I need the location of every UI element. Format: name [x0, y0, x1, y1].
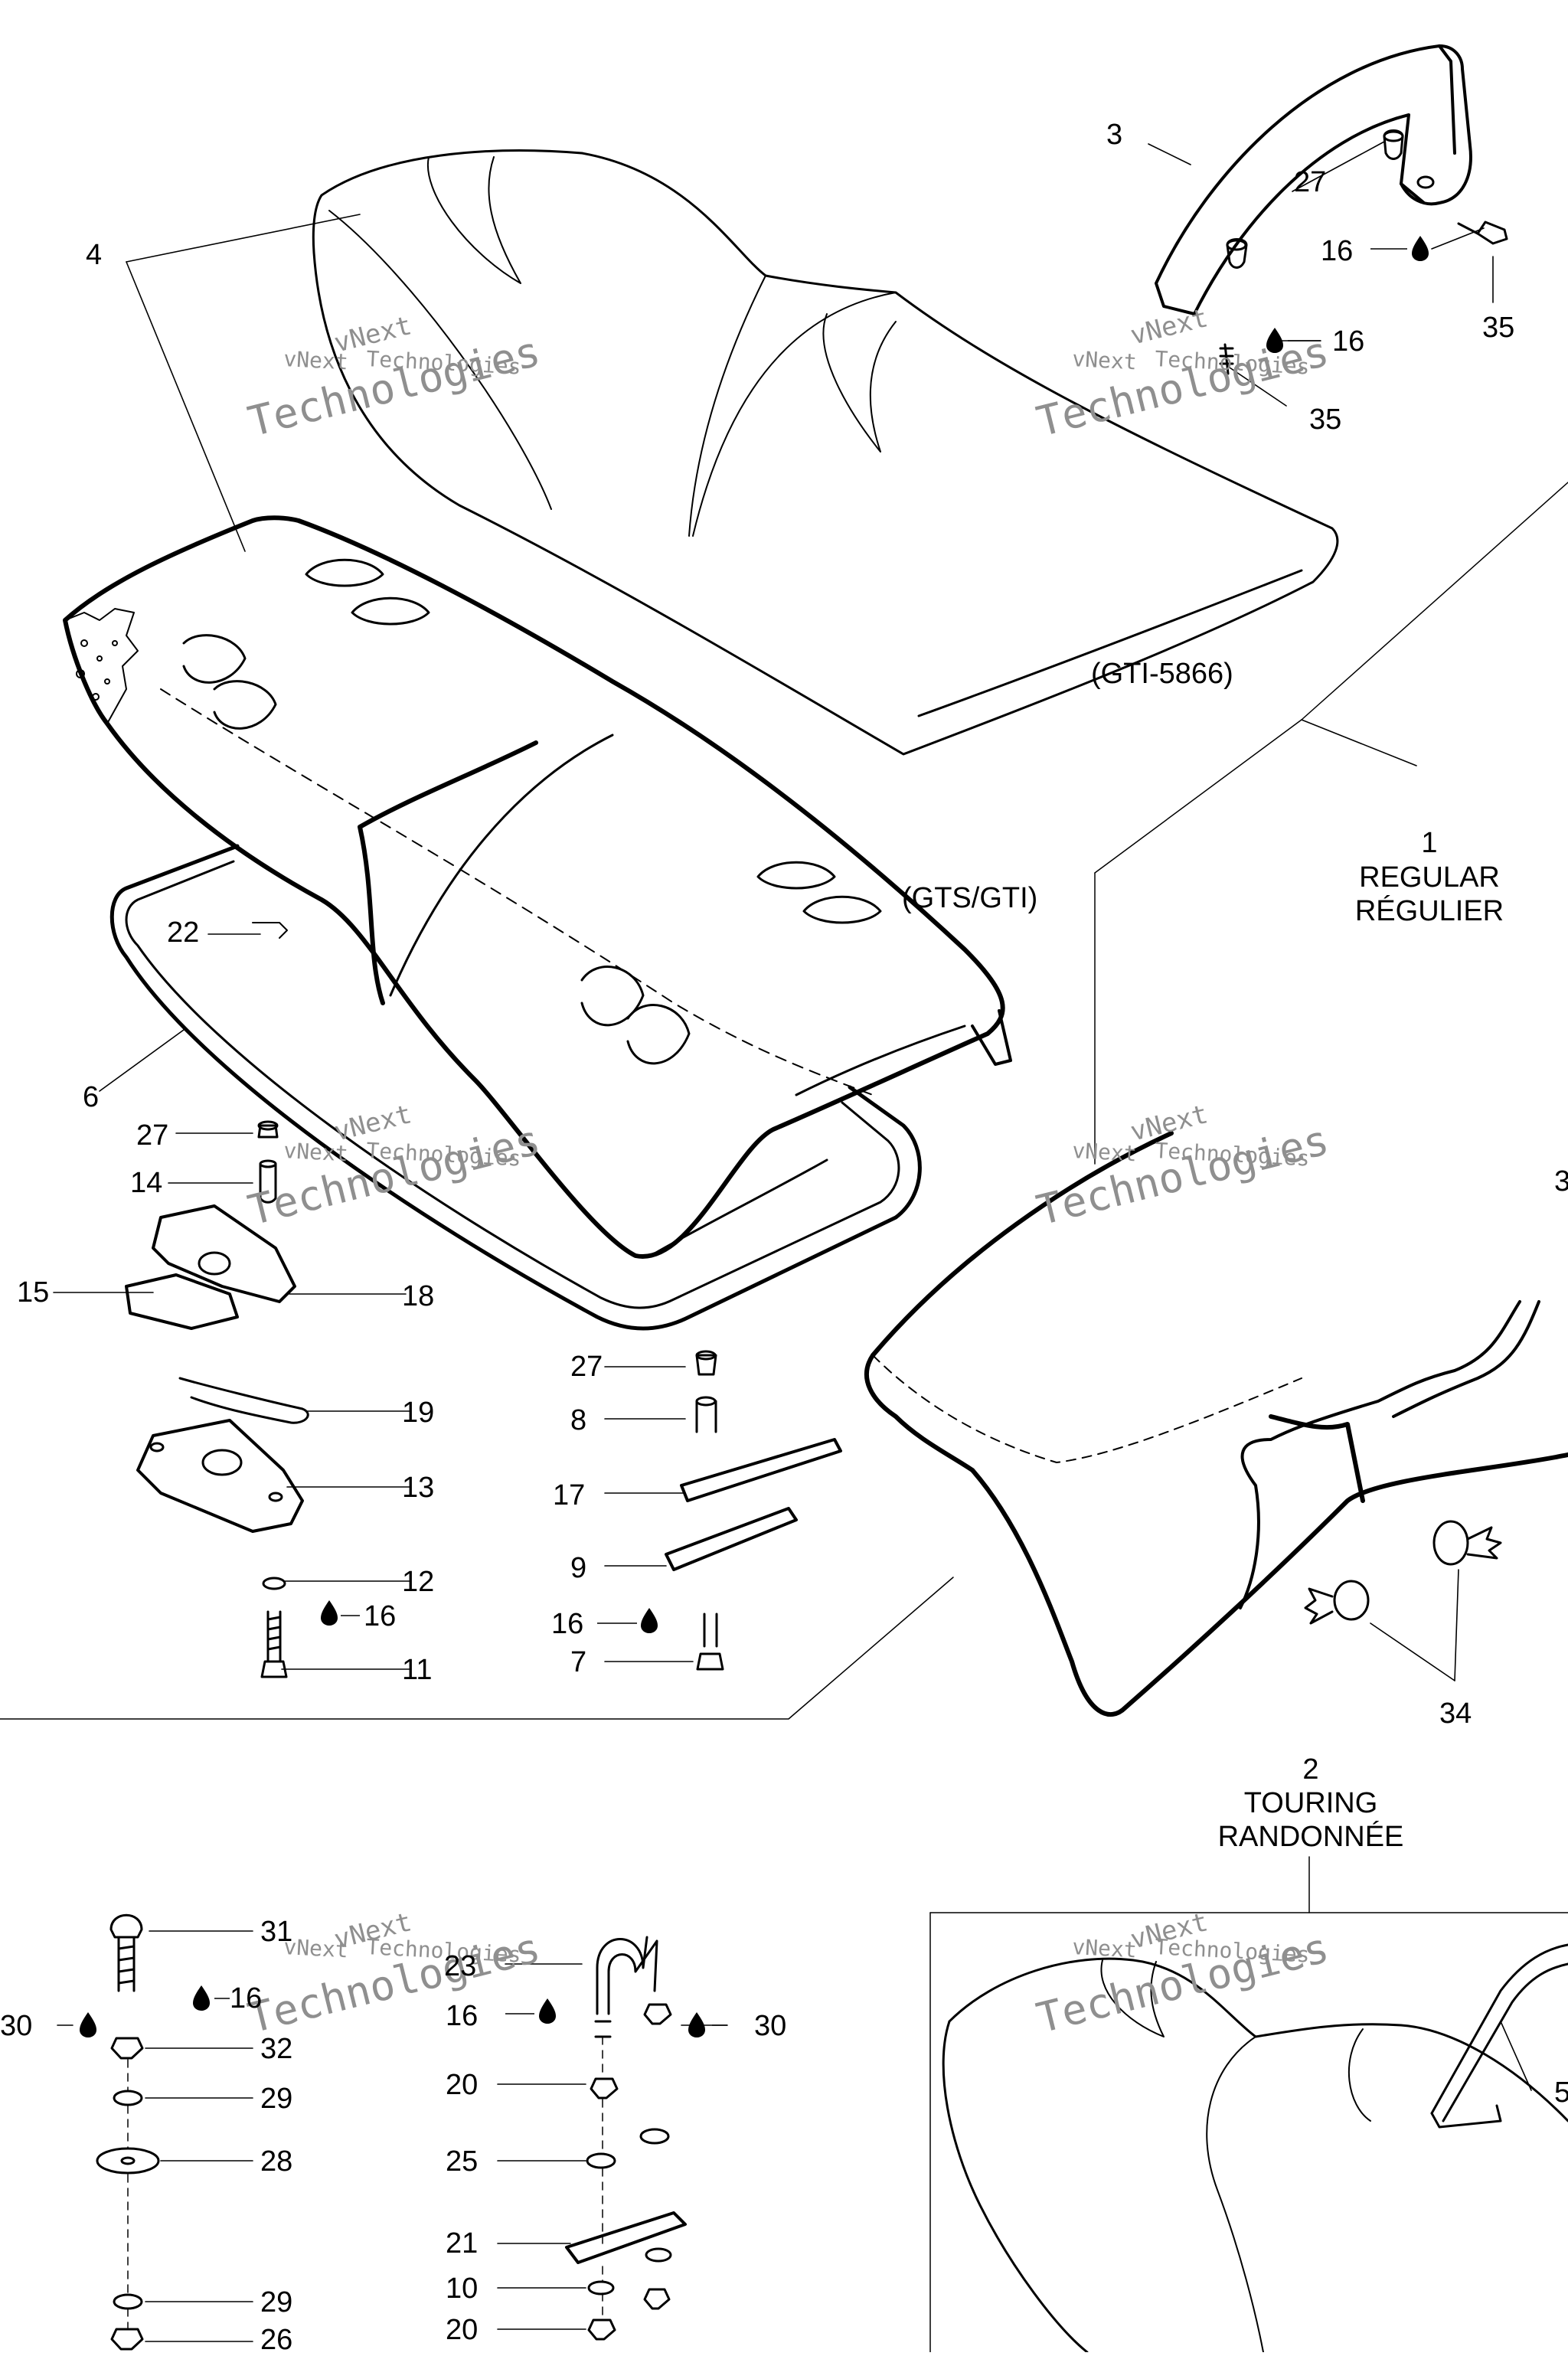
callout-c3b: 3: [1554, 1165, 1568, 1198]
drop-leaders: [214, 248, 1407, 2026]
watermark: Technologies: [1032, 327, 1334, 446]
seat-touring: [942, 1943, 1568, 2354]
callout-c31: 31: [260, 1916, 292, 1948]
callout-c17: 17: [553, 1479, 585, 1511]
callout-c16e: 16: [230, 1982, 262, 2015]
callout-c12: 12: [402, 1566, 434, 1598]
callout-c35a: 35: [1482, 312, 1514, 344]
seat-cover-ribs: [182, 558, 882, 1065]
group-touring-number: 2: [1302, 1753, 1318, 1786]
group-touring-en: TOURING: [1244, 1787, 1378, 1819]
callout-c28: 28: [260, 2145, 292, 2178]
callout-c4: 4: [86, 239, 102, 271]
callout-c29b: 29: [260, 2286, 292, 2318]
seat-base-frame: [109, 844, 922, 1331]
grab-handle-regular: [1155, 44, 1472, 315]
callout-c11: 11: [402, 1654, 432, 1686]
leader-lines: [53, 141, 1532, 2342]
seat-base-regular: [864, 1131, 1568, 1717]
watermark: vNext: [1072, 1138, 1138, 1166]
drop-icon: [1266, 328, 1283, 353]
model-label-gti: (GTI-5866): [1091, 658, 1233, 690]
callout-c27a: 27: [1294, 166, 1326, 198]
drop-icon: [539, 1998, 556, 2024]
u-bolt-stack: [565, 1936, 687, 2341]
group-bracket-regular: [0, 482, 1568, 1720]
arrow-indicator: [252, 922, 288, 939]
callout-c29a: 29: [260, 2083, 292, 2115]
model-labels: (GTI-5866) (GTS/GTI): [902, 658, 1233, 914]
drop-icon: [688, 2012, 705, 2037]
watermark: vNext: [283, 1934, 349, 1962]
seat-gti: [312, 149, 1339, 756]
callout-c20a: 20: [446, 2069, 478, 2101]
drop-icon: [193, 1985, 210, 2011]
callout-c30b: 30: [754, 2010, 786, 2042]
drop-icon: [321, 1600, 338, 1626]
callout-c15: 15: [17, 1276, 49, 1309]
callout-c16f: 16: [446, 2000, 478, 2032]
callout-c6: 6: [83, 1081, 99, 1113]
callout-c7: 7: [570, 1646, 586, 1678]
watermark: vNext: [1072, 346, 1138, 374]
callout-c32: 32: [260, 2033, 292, 2065]
callout-c13: 13: [402, 1472, 434, 1504]
latch-assembly: [125, 1120, 309, 1678]
watermark: vNext: [283, 346, 349, 374]
fasteners-top-right: [1219, 129, 1508, 375]
callout-c21: 21: [446, 2227, 478, 2260]
group-bracket-touring: [929, 1856, 1568, 2353]
drop-icon: [641, 1608, 658, 1633]
watermark: vNext: [283, 1138, 349, 1166]
group-labels: 1 REGULAR RÉGULIER 2 TOURING RANDONNÉE: [1218, 827, 1504, 1853]
callout-c35b: 35: [1309, 404, 1341, 436]
threadlock-drop-icons: [80, 236, 1429, 2037]
callout-c18: 18: [402, 1280, 434, 1312]
middle-fastener-stack: [665, 1350, 842, 1671]
group-regular-en: REGULAR: [1359, 861, 1500, 894]
watermark: vNext: [1072, 1934, 1138, 1962]
callout-c22: 22: [167, 917, 199, 949]
watermark: vNext: [1128, 302, 1211, 351]
callout-c34: 34: [1439, 1698, 1472, 1730]
seat-cover-gts: [63, 515, 1012, 1259]
group-regular-fr: RÉGULIER: [1355, 894, 1504, 927]
callout-c10: 10: [446, 2273, 478, 2305]
callout-c16c: 16: [364, 1600, 396, 1632]
watermarks: vNext Technologies vNext Technologies vN…: [243, 302, 1334, 2042]
group-regular-number: 1: [1421, 827, 1437, 859]
group-touring-fr: RANDONNÉE: [1218, 1820, 1404, 1853]
callout-c3: 3: [1106, 119, 1122, 151]
callout-c16b: 16: [1332, 325, 1364, 358]
callout-c14: 14: [130, 1167, 162, 1199]
callout-c27c: 27: [570, 1351, 603, 1383]
callout-c27b: 27: [136, 1119, 168, 1152]
drop-icon: [80, 2012, 96, 2037]
torn-foam-detail: [64, 608, 139, 724]
callout-c8: 8: [570, 1404, 586, 1436]
callout-c26: 26: [260, 2324, 292, 2352]
drop-icon: [1412, 236, 1429, 261]
callout-c25: 25: [446, 2145, 478, 2178]
callout-c16a: 16: [1321, 235, 1353, 267]
callout-c30a: 30: [0, 2010, 32, 2042]
pushpin-screws: [1304, 1520, 1502, 1625]
model-label-gts: (GTS/GTI): [902, 882, 1037, 914]
callout-c20b: 20: [446, 2314, 478, 2346]
callout-c23: 23: [444, 1950, 476, 1982]
watermarks-sub: vNext Technologies vNext Technologies vN…: [283, 346, 1311, 1968]
callout-c16d: 16: [551, 1608, 583, 1640]
callout-c9: 9: [570, 1552, 586, 1584]
callout-c5: 5: [1554, 2077, 1568, 2109]
bumper-stack: [96, 1913, 160, 2351]
callout-c19: 19: [402, 1397, 434, 1429]
